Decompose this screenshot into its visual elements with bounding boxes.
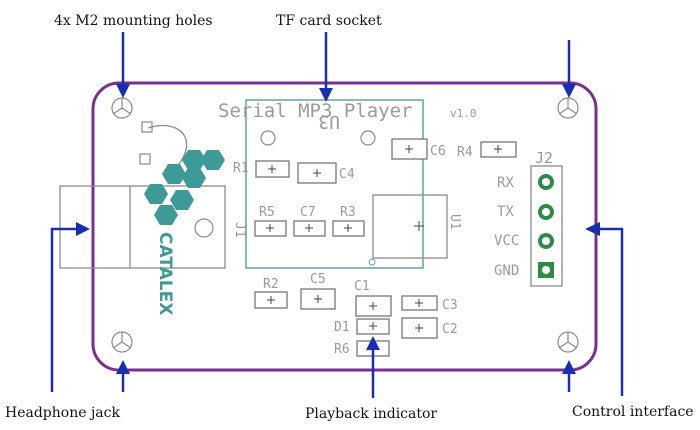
arrow-tf-socket <box>319 32 333 102</box>
arrow-mounting-holes <box>116 32 130 98</box>
c2-label: C2 <box>442 322 458 337</box>
u1-label: U1 <box>447 214 462 230</box>
arrow-control-interface <box>585 222 624 396</box>
r1-label: R1 <box>233 161 249 176</box>
c5-label: C5 <box>310 272 326 287</box>
arrow-playback-indicator <box>366 336 380 398</box>
c1-label: C1 <box>354 279 370 294</box>
j2-pin-gnd <box>538 262 554 278</box>
socket-peg-right <box>360 130 376 146</box>
c6-label: C6 <box>430 144 446 159</box>
j2-pin-vcc <box>538 233 554 249</box>
d1-label: D1 <box>334 320 350 335</box>
headphone-jack-outline <box>59 185 226 269</box>
mounting-hole-bottom-right <box>557 331 579 353</box>
callout-headphone-jack: Headphone jack <box>5 405 120 421</box>
callout-tf-socket: TF card socket <box>276 13 382 29</box>
pin-label-gnd: GND <box>494 263 519 279</box>
j2-pin-tx <box>538 204 554 220</box>
r5-label: R5 <box>259 205 275 220</box>
tf-socket-outline <box>245 99 424 269</box>
board-title: Serial MP3 Player <box>218 100 412 122</box>
r6-label: R6 <box>334 342 350 357</box>
brand-text: CATALEX <box>155 232 175 315</box>
mounting-hole-bottom-left <box>111 331 133 353</box>
socket-pin1-dot <box>368 258 376 266</box>
pin-label-rx: RX <box>497 175 514 191</box>
callout-mounting-holes: 4x M2 mounting holes <box>54 13 213 29</box>
pin-label-vcc: VCC <box>494 233 519 249</box>
callout-control-interface: Control interface <box>572 404 694 420</box>
arrow-mounting-hole-bottom-right <box>562 360 576 392</box>
arrow-mounting-hole-bottom-left <box>116 360 130 392</box>
j2-pin-rx <box>538 174 554 190</box>
pin-label-tx: TX <box>497 204 514 220</box>
callout-playback-indicator: Playback indicator <box>305 406 437 422</box>
u3-label: U3 <box>318 111 340 132</box>
j2-label: J2 <box>535 149 553 167</box>
socket-peg-left <box>260 130 276 146</box>
c4-label: C4 <box>339 167 355 182</box>
r3-label: R3 <box>340 205 356 220</box>
c7-label: C7 <box>300 205 316 220</box>
mounting-hole-top-left <box>111 97 133 119</box>
arrow-headphone-jack <box>50 222 90 392</box>
j1-label: J1 <box>232 222 247 238</box>
r4-label: R4 <box>457 145 473 160</box>
r2-label: R2 <box>263 277 279 292</box>
arrow-mounting-hole-right <box>562 40 576 98</box>
mounting-hole-top-right <box>557 97 579 119</box>
board-version: v1.0 <box>450 107 477 120</box>
u1-outline <box>372 194 448 259</box>
catalex-logo <box>139 121 225 225</box>
c3-label: C3 <box>442 298 458 313</box>
